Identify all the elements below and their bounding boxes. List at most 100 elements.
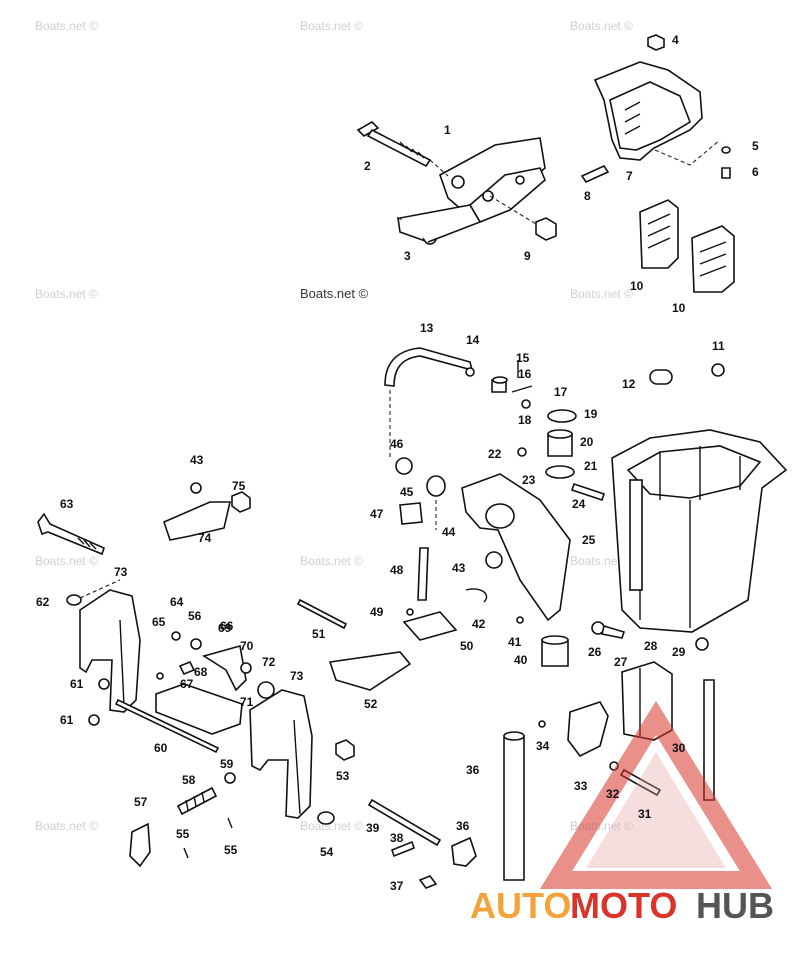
callout-56: 56 — [188, 609, 202, 623]
callout-47: 47 — [370, 507, 384, 521]
callout-11: 11 — [712, 339, 725, 353]
callout-2: 2 — [364, 159, 371, 173]
callout-74: 74 — [198, 531, 212, 545]
callout-19: 19 — [584, 407, 598, 421]
watermark: Boats.net © — [35, 287, 98, 301]
callout-45: 45 — [400, 485, 414, 499]
watermark: Boats.net © — [35, 554, 98, 568]
callout-9: 9 — [524, 249, 531, 263]
callout-61: 61 — [60, 713, 74, 727]
tilt-lock-assembly — [395, 457, 626, 667]
callout-50: 50 — [460, 639, 474, 653]
callout-65: 65 — [152, 615, 166, 629]
watermark: Boats.net © — [570, 287, 633, 301]
logo-text-auto: AUTO — [470, 885, 571, 926]
callout-72: 72 — [262, 655, 276, 669]
callout-70: 70 — [240, 639, 254, 653]
watermark: Boats.net © — [300, 19, 363, 33]
callout-37: 37 — [390, 879, 404, 893]
callout-63: 63 — [60, 497, 74, 511]
callout-6: 6 — [752, 165, 759, 179]
callout-1: 1 — [444, 123, 451, 137]
callout-71: 71 — [240, 695, 254, 709]
callout-32: 32 — [606, 787, 620, 801]
callout-10: 10 — [630, 279, 644, 293]
callout-62: 62 — [36, 595, 50, 609]
callout-52: 52 — [364, 697, 378, 711]
callout-20: 20 — [580, 435, 594, 449]
callout-3: 3 — [404, 249, 411, 263]
callout-8: 8 — [584, 189, 591, 203]
watermark: Boats.net © — [300, 286, 369, 301]
callout-34: 34 — [536, 739, 550, 753]
callout-21: 21 — [584, 459, 598, 473]
callout-7: 7 — [626, 169, 633, 183]
callout-59: 59 — [220, 757, 234, 771]
automotohub-logo: AUTO MOTO HUB — [470, 700, 774, 926]
callout-14: 14 — [466, 333, 480, 347]
callout-38: 38 — [390, 831, 404, 845]
callout-25: 25 — [582, 533, 596, 547]
callout-30: 30 — [672, 741, 686, 755]
logo-text-moto: MOTO — [570, 885, 677, 926]
watermark: Boats.net © — [300, 819, 363, 833]
callout-26: 26 — [588, 645, 602, 659]
callout-17: 17 — [554, 385, 568, 399]
callout-64: 64 — [170, 595, 184, 609]
watermark: Boats.net © — [35, 819, 98, 833]
tilt-link-assembly — [384, 347, 606, 502]
swivel-bracket-assembly — [580, 34, 735, 293]
callout-61: 61 — [70, 677, 84, 691]
callout-69: 69 — [218, 621, 232, 635]
callout-49: 49 — [370, 605, 384, 619]
callout-24: 24 — [572, 497, 586, 511]
callout-51: 51 — [312, 627, 326, 641]
callout-40: 40 — [514, 653, 528, 667]
callout-43: 43 — [452, 561, 466, 575]
stern-bracket-assembly — [37, 482, 477, 889]
callout-46: 46 — [390, 437, 404, 451]
callout-33: 33 — [574, 779, 588, 793]
callout-10: 10 — [672, 301, 686, 315]
callout-57: 57 — [134, 795, 148, 809]
callout-labels: 1 2 3 4 5 6 7 8 9 10 10 11 12 13 14 15 1… — [36, 33, 759, 893]
callout-28: 28 — [644, 639, 658, 653]
swivel-housing — [611, 363, 788, 633]
callout-55: 55 — [224, 843, 238, 857]
callout-48: 48 — [390, 563, 404, 577]
callout-16: 16 — [518, 367, 532, 381]
callout-41: 41 — [508, 635, 522, 649]
callout-67: 67 — [180, 677, 194, 691]
callout-73: 73 — [114, 565, 128, 579]
callout-29: 29 — [672, 645, 686, 659]
callout-13: 13 — [420, 321, 434, 335]
callout-55: 55 — [176, 827, 190, 841]
callout-39: 39 — [366, 821, 380, 835]
callout-22: 22 — [488, 447, 502, 461]
callout-73: 73 — [290, 669, 304, 683]
watermark: Boats.net © — [35, 19, 98, 33]
callout-75: 75 — [232, 479, 246, 493]
callout-31: 31 — [638, 807, 652, 821]
callout-53: 53 — [336, 769, 350, 783]
callout-5: 5 — [752, 139, 759, 153]
callout-60: 60 — [154, 741, 168, 755]
callout-44: 44 — [442, 525, 456, 539]
callout-36: 36 — [466, 763, 480, 777]
callout-58: 58 — [182, 773, 196, 787]
callout-15: 15 — [516, 351, 530, 365]
logo-text-hub: HUB — [696, 885, 774, 926]
watermark: Boats.net © — [570, 19, 633, 33]
callout-42: 42 — [472, 617, 486, 631]
watermarks: Boats.net © Boats.net © Boats.net © Boat… — [35, 19, 633, 833]
callout-27: 27 — [614, 655, 628, 669]
callout-66: 66 — [220, 619, 234, 633]
callout-18: 18 — [518, 413, 532, 427]
callout-12: 12 — [622, 377, 636, 391]
clamp-bracket-assembly — [356, 121, 557, 245]
callout-54: 54 — [320, 845, 334, 859]
callout-23: 23 — [522, 473, 536, 487]
callout-68: 68 — [194, 665, 208, 679]
callout-43: 43 — [190, 453, 204, 467]
